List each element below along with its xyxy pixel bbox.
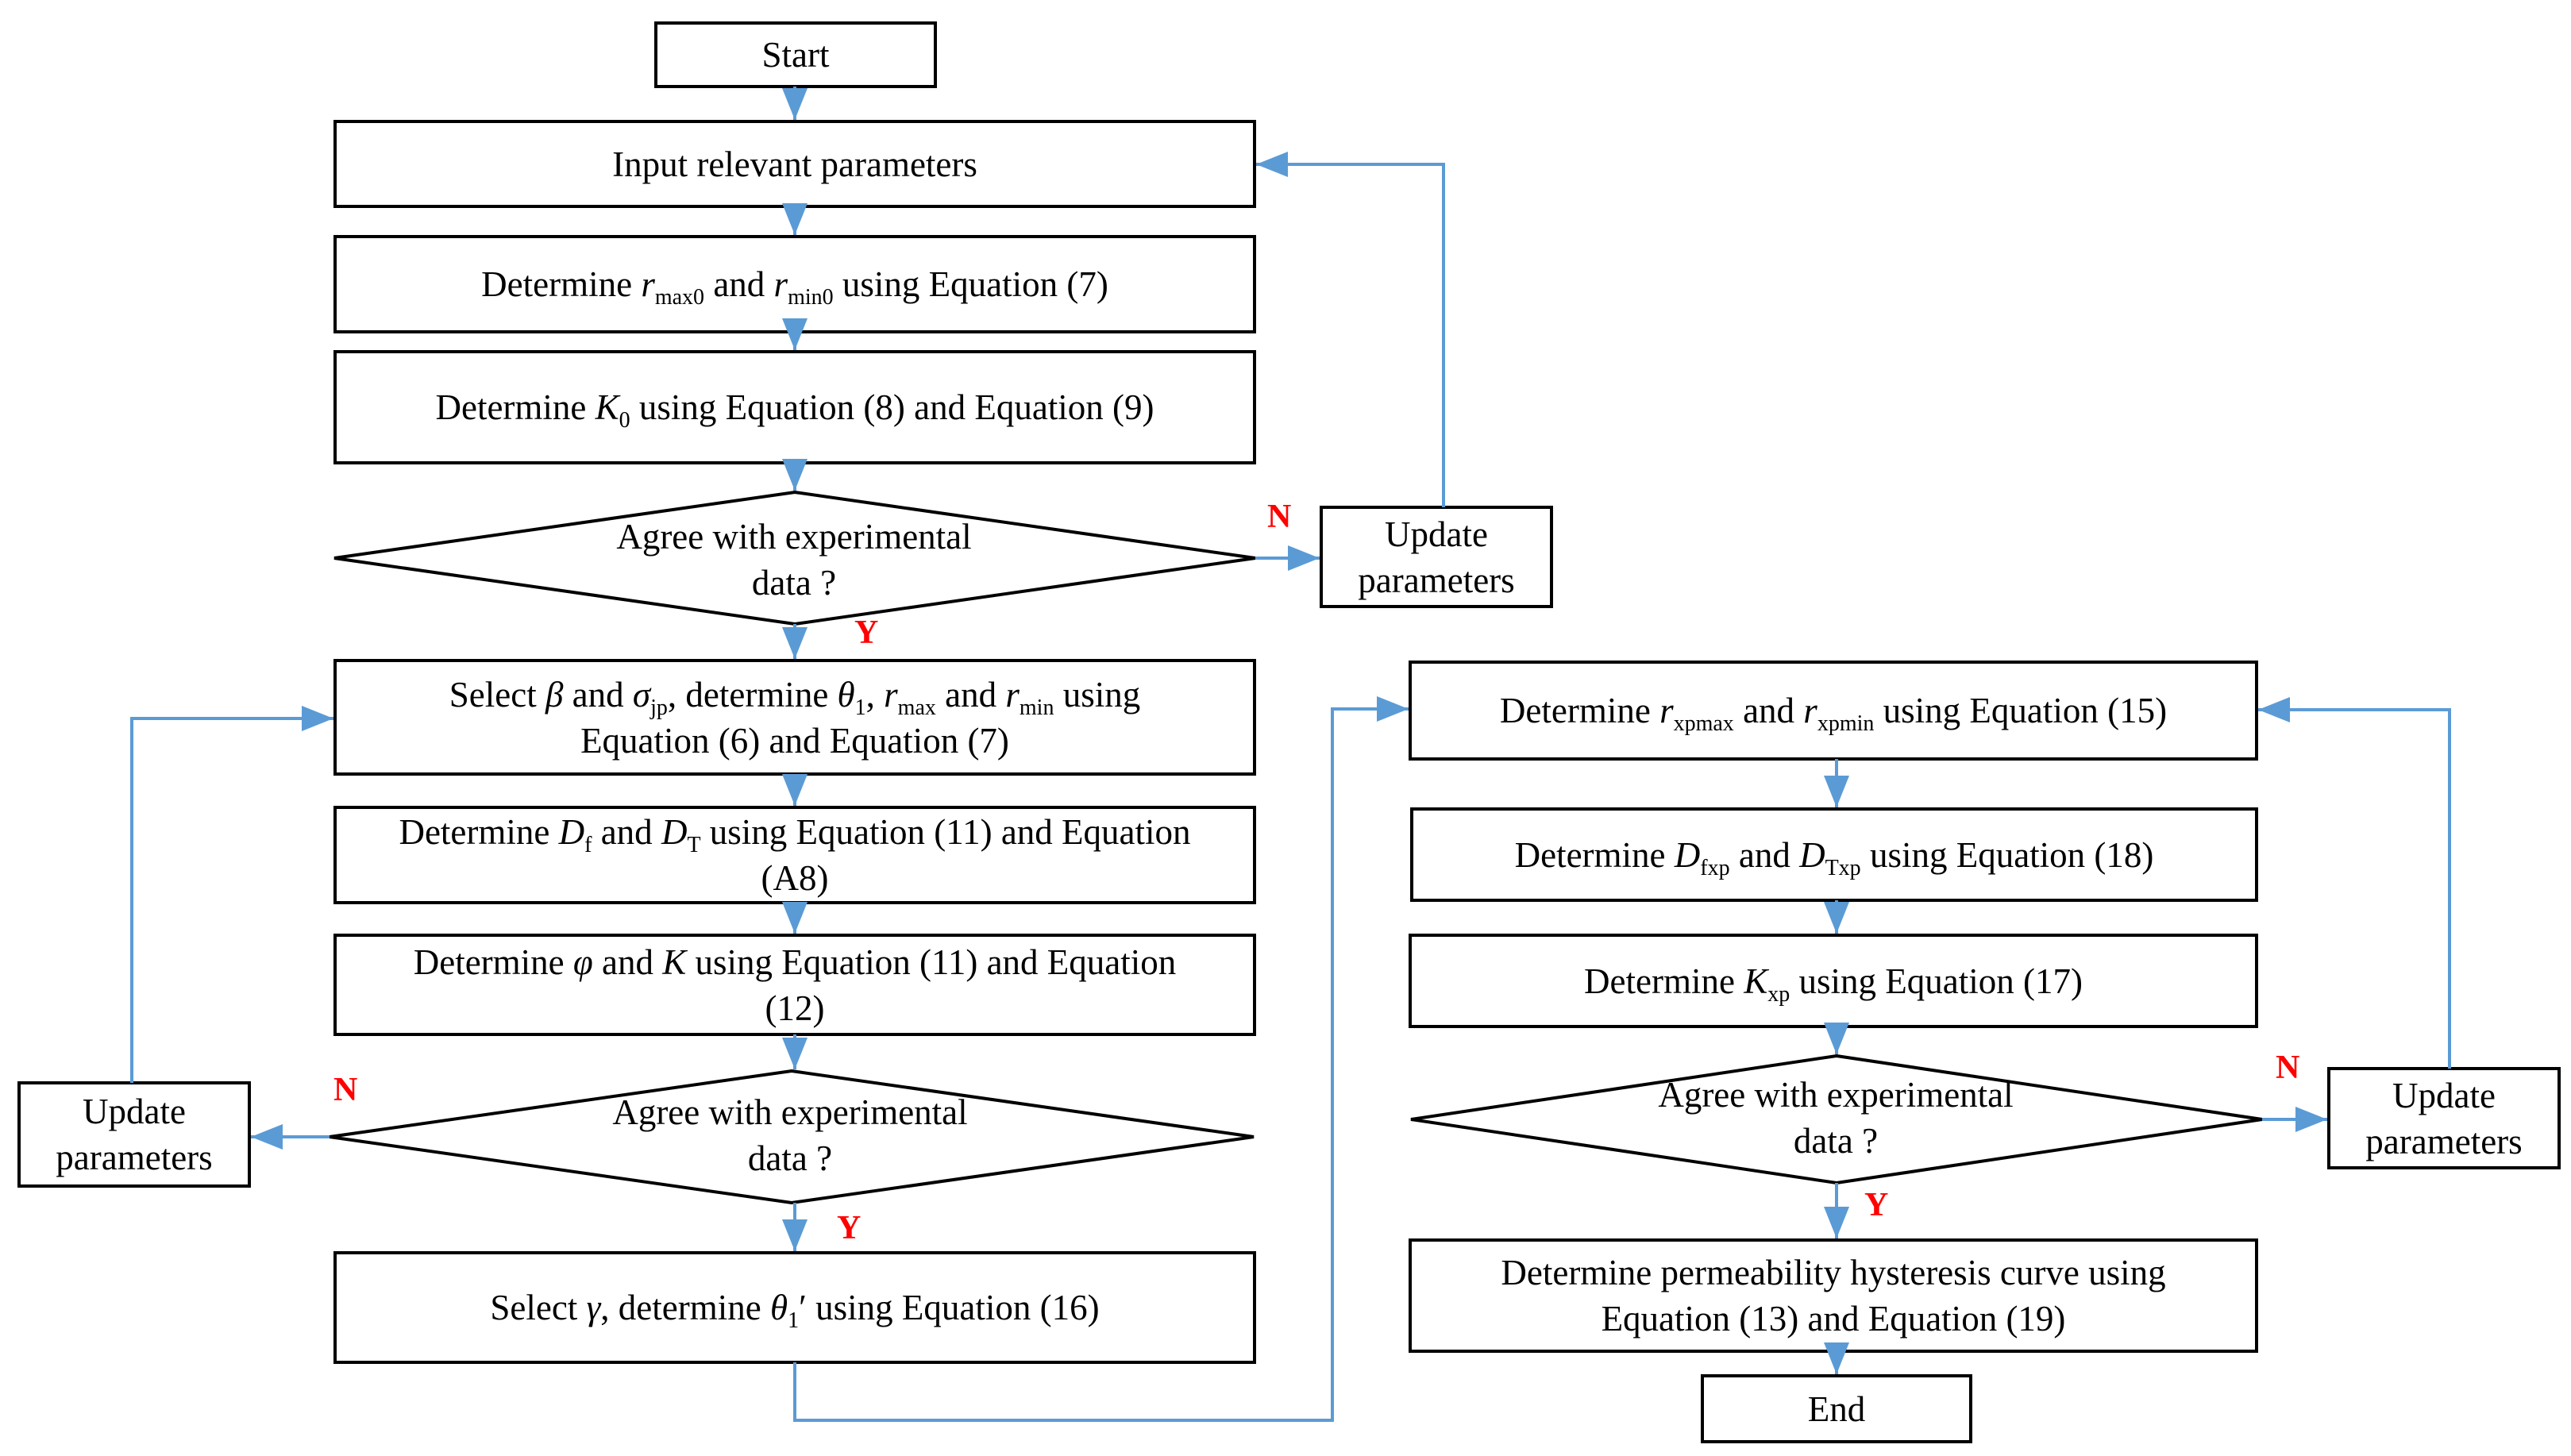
determine-permeability-hysteresis-node: Determine permeability hysteresis curve … [1501,1253,2166,1339]
input-parameters-box [333,120,1256,208]
start-node-box [654,21,937,88]
determine-dfxp-dtxp-box [1410,807,2258,902]
update-parameters-box-3 [2327,1067,2561,1169]
decision-diamond-2 [329,1069,1255,1205]
decision-agree-experimental-2: Agree with experimental data ? [612,1092,968,1178]
select-beta-sigma-node: Select β and σjp, determine θ1, rmax and… [449,674,1141,761]
determine-rxpmax-rxpmin-box [1409,661,2258,761]
start-node: Start [761,35,830,75]
determine-df-dt-node: Determine Df and DT using Equation (11) … [399,812,1191,898]
determine-dfxp-dtxp-node: Determine Dfxp and DTxp using Equation (… [1514,834,2154,880]
arrow-update2-loop [130,706,333,1083]
branch-label-n-3: N [2276,1050,2300,1086]
end-node-box [1701,1374,1972,1443]
arrow-gamma-to-rxp [793,696,1409,1422]
update-parameters-box-1 [1320,506,1553,608]
select-gamma-box [333,1251,1256,1364]
arrow-update1-loop [1256,152,1445,507]
determine-rxpmax-rxpmin-node: Determine rxpmax and rxpmin using Equati… [1499,691,2168,736]
determine-rmax0-rmin0-box [333,235,1256,333]
update-parameters-box-2 [17,1081,251,1188]
branch-label-y-1: Y [854,614,879,651]
branch-label-y-2: Y [837,1210,861,1246]
determine-k0-box [333,350,1256,464]
determine-phi-k-node: Determine φ and K using Equation (11) an… [413,942,1177,1028]
input-parameters-node: Input relevant parameters [612,144,977,184]
decision-agree-experimental-3: Agree with experimental data ? [1658,1075,2014,1161]
update-parameters-node-3: Update parameters [2365,1075,2523,1161]
select-beta-sigma-box [333,659,1256,776]
determine-phi-k-box [333,934,1256,1036]
determine-kxp-node: Determine Kxp using Equation (17) [1584,961,2083,1007]
update-parameters-node-2: Update parameters [56,1092,213,1177]
determine-rmax0-rmin0-node: Determine rmax0 and rmin0 using Equation… [481,264,1108,310]
select-gamma-node: Select γ, determine θ1′ using Equation (… [490,1288,1100,1333]
determine-k0-node: Determine K0 using Equation (8) and Equa… [435,387,1154,433]
branch-label-y-3: Y [1864,1187,1889,1223]
branch-label-n-2: N [333,1072,358,1108]
decision-agree-experimental-1: Agree with experimental data ? [616,517,972,603]
branch-label-n-1: N [1267,499,1292,535]
end-node: End [1807,1389,1866,1429]
update-parameters-node-1: Update parameters [1358,514,1515,600]
arrow-update3-loop [2258,697,2451,1069]
